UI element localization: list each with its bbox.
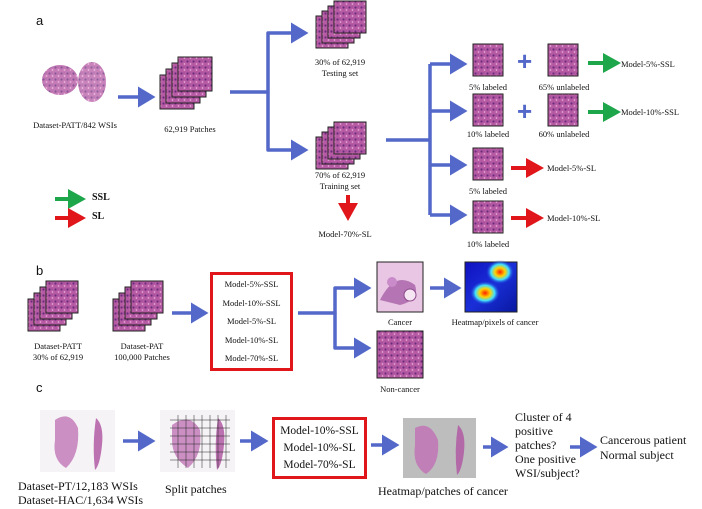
training-label-1: 70% of 62,919 [314,170,366,180]
patch-stack-training [315,121,367,170]
model-list-box-b: Model-5%-SSL Model-10%-SSL Model-5%-SL M… [210,272,293,371]
model-list-box-c: Model-10%-SSL Model-10%-SL Model-70%-SL [272,417,367,479]
patch-stack-a [159,56,213,110]
model-item: Model-10%-SSL [280,425,359,437]
patch-labeled10 [472,93,504,127]
legend-sl-label: SL [92,211,105,222]
noncancer-label: Non-cancer [380,384,420,394]
dataset-pt-label: Dataset-PT/12,183 WSIs [18,479,138,493]
model-item: Model-70%-SL [224,353,279,363]
model70-sl-label: Model-70%-SL [318,229,372,239]
patches-count-label: 62,919 Patches [164,124,216,134]
outcome-labels: Cancerous patient Normal subject [600,433,686,463]
labeled5-sl-label: 5% labeled [469,186,507,196]
plus-sign-2: + [517,96,533,126]
wsi-thumbnail-a [40,60,110,110]
question-line: patches? [515,438,557,452]
model-item: Model-10%-SL [283,442,356,454]
labeled5-label: 5% labeled [469,82,507,92]
plus-sign-1: + [517,46,533,76]
patch-unlabeled65 [547,43,579,77]
unlabeled60-label: 60% unlabeled [538,129,590,139]
patch-labeled5 [472,43,504,77]
heatmap-patches-label: Heatmap/patches of cancer [378,484,508,498]
pat-label-2: 100,000 Patches [114,352,170,362]
panel-label-b: b [36,263,44,278]
patch-unlabeled60 [547,93,579,127]
model-item: Model-70%-SL [283,459,356,471]
noncancer-patch [376,330,424,379]
pat-label-1: Dataset-PAT [120,341,164,351]
training-label-2: Training set [319,181,361,191]
cancerous-patient-label: Cancerous patient [600,433,687,447]
patch-stack-testing [315,0,367,49]
question-line: WSI/subject? [515,466,580,480]
patch-stack-pat [112,280,164,332]
question-line: One positive [515,452,576,466]
heatmap-wsi-thumbnail [403,418,476,478]
patch-stack-patt [27,280,79,332]
arrow-to-testing [230,22,309,94]
model-item: Model-10%-SSL [222,297,281,308]
unlabeled65-label: 65% unlabeled [538,82,590,92]
split-patches-thumbnail [160,410,235,472]
model5-sl-label: Model-5%-SL [547,163,597,173]
patch-labeled5-sl [472,147,504,181]
labeled10-label: 10% labeled [466,129,510,139]
heatmap-pixels-label: Heatmap/pixels of cancer [451,317,539,327]
question-line: Cluster of 4 [515,410,572,424]
model-item: Model-5%-SL [226,316,277,326]
dataset-patt-label: Dataset-PATT/842 WSIs [33,120,117,130]
patt-label-2: 30% of 62,919 [32,352,84,362]
aggregation-question: Cluster of 4 positive patches? One posit… [515,410,580,480]
cancer-label: Cancer [387,317,413,327]
split-patches-label: Split patches [165,482,227,496]
labeled10-sl-label: 10% labeled [466,239,510,249]
dataset-hac-label: Dataset-HAC/1,634 WSIs [18,493,144,507]
patch-labeled10-sl [472,200,504,234]
model5-ssl-label: Model-5%-SSL [621,59,675,69]
testing-label-2: Testing set [321,68,359,78]
model-item: Model-10%-SL [224,334,279,345]
model-item: Model-5%-SSL [224,279,279,289]
testing-label-1: 30% of 62,919 [314,57,366,67]
normal-subject-label: Normal subject [600,448,674,462]
question-line: positive [515,424,553,438]
model10-ssl-label: Model-10%-SSL [621,107,680,117]
panel-label-a: a [36,13,44,28]
heatmap-image [464,260,518,313]
arrow-to-training [266,92,309,161]
cancer-patch [376,261,424,313]
model10-sl-label: Model-10%-SL [547,213,601,223]
legend-ssl-label: SSL [92,192,110,203]
patt-label-1: Dataset-PATT [34,341,82,351]
wsi-thumbnail-c [40,410,115,472]
panel-label-c: c [36,380,43,395]
